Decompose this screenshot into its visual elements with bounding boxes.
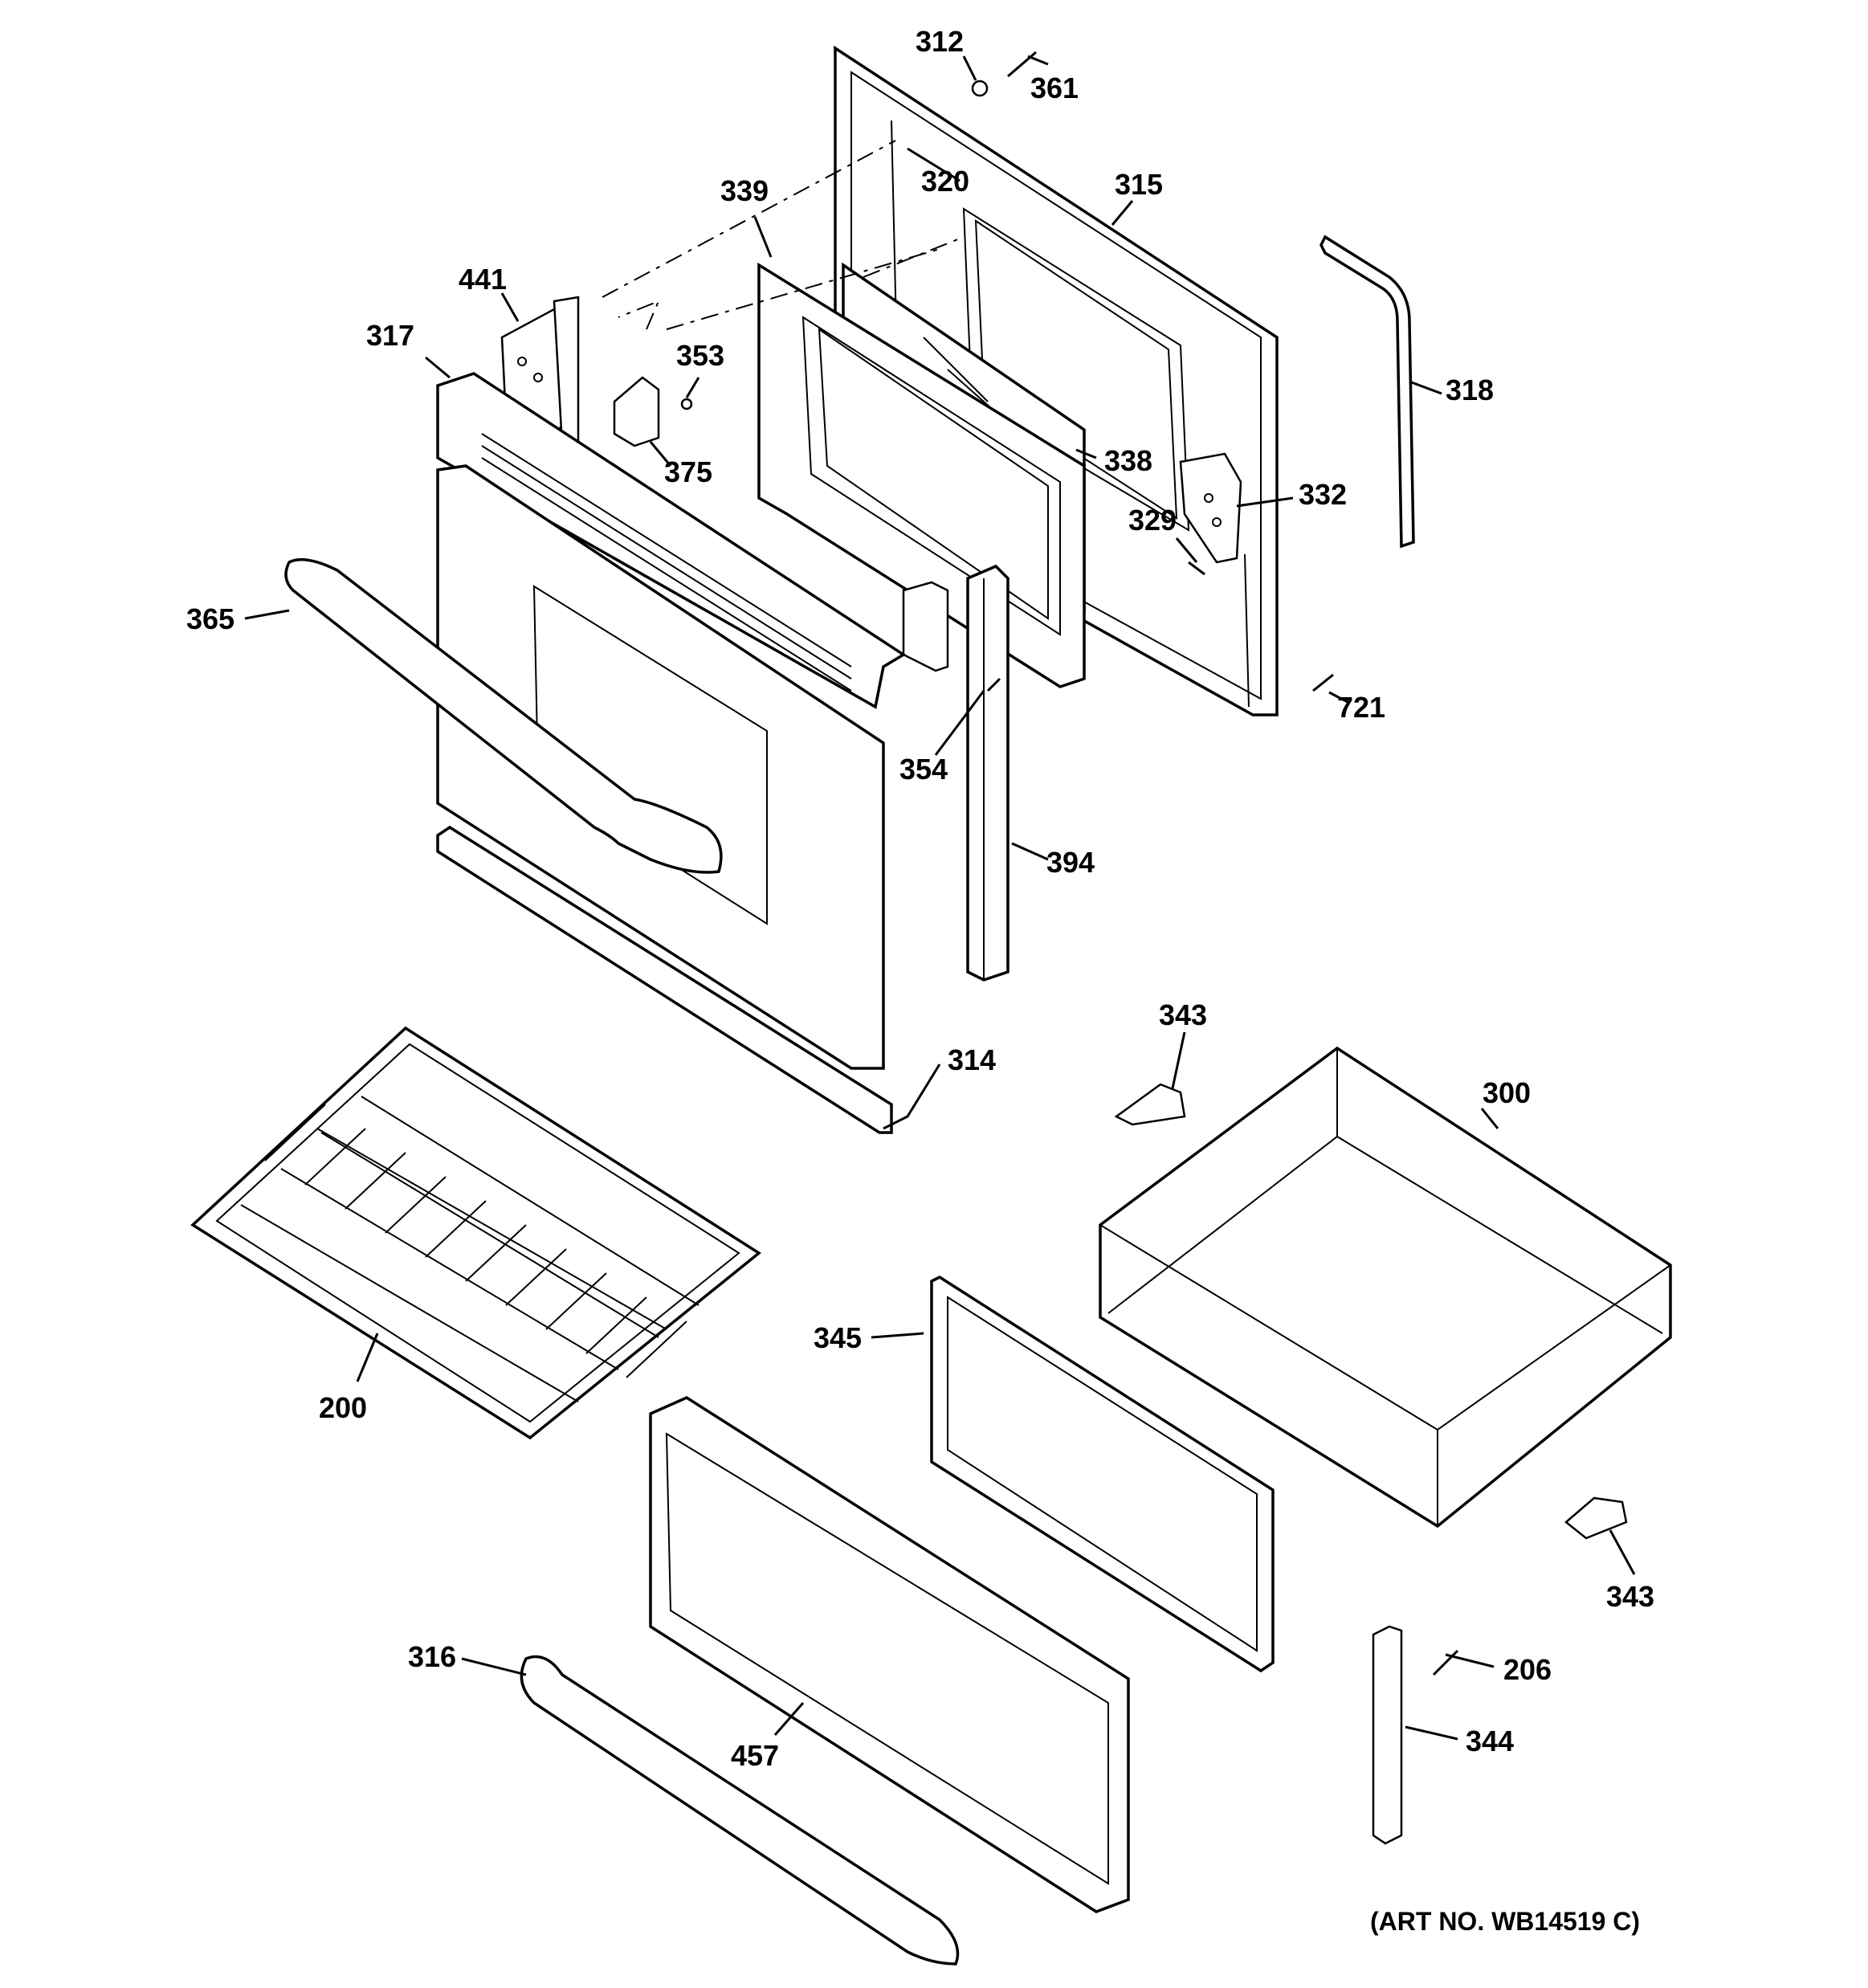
part-457-drawer-front[interactable] (649, 1396, 1130, 1913)
callout-343-bottom: 343 (1606, 1580, 1654, 1613)
part-365-door-front[interactable] (436, 464, 885, 1070)
callout-300: 300 (1483, 1076, 1531, 1109)
callout-353: 353 (676, 339, 724, 372)
callout-721: 721 (1337, 691, 1385, 724)
callout-343-top: 343 (1159, 998, 1207, 1031)
part-365-handle[interactable] (284, 557, 723, 874)
part-318-side-trim[interactable] (1319, 235, 1415, 549)
part-332-bracket[interactable] (1179, 452, 1242, 564)
art-number: (ART NO. WB14519 C) (1370, 1907, 1640, 1936)
callout-315: 315 (1115, 168, 1163, 201)
callout-457: 457 (731, 1739, 779, 1772)
alignment-lines (602, 140, 965, 330)
callout-317: 317 (366, 319, 414, 352)
callout-332: 332 (1299, 478, 1347, 511)
part-375-clip[interactable] (613, 376, 660, 447)
callout-338: 338 (1104, 444, 1152, 477)
callout-345: 345 (814, 1321, 862, 1354)
callout-labels: 312 361 320 315 339 441 317 353 375 318 … (186, 25, 1654, 1936)
part-343-slide-top[interactable] (1114, 1083, 1186, 1126)
part-345-drawer-panel[interactable] (930, 1275, 1275, 1673)
part-200-oven-rack[interactable] (190, 1026, 761, 1440)
callout-312: 312 (916, 25, 964, 58)
part-344-rail[interactable] (1372, 1625, 1403, 1845)
part-316-drawer-handle[interactable] (520, 1655, 960, 1966)
leader-lines (244, 55, 1636, 1741)
callout-318: 318 (1446, 374, 1494, 406)
part-314-bottom-trim[interactable] (436, 825, 893, 1134)
callout-329: 329 (1128, 504, 1177, 537)
callout-344: 344 (1466, 1725, 1514, 1757)
callout-441: 441 (459, 263, 507, 296)
part-300-drawer-box[interactable] (1099, 1046, 1672, 1529)
callout-354: 354 (899, 753, 948, 786)
callout-375: 375 (664, 455, 712, 488)
callout-316: 316 (408, 1640, 456, 1673)
part-screws[interactable] (680, 51, 1459, 1676)
callout-206: 206 (1503, 1653, 1552, 1686)
callout-314: 314 (948, 1043, 996, 1076)
callout-200: 200 (319, 1391, 367, 1424)
part-343-slide-bottom[interactable] (1564, 1496, 1628, 1540)
part-hinge-bracket-right[interactable] (902, 581, 949, 672)
callout-339: 339 (720, 174, 769, 207)
callout-394: 394 (1046, 846, 1095, 879)
part-394-channel[interactable] (966, 564, 1009, 982)
part-317-control-panel[interactable] (436, 372, 907, 709)
callout-320: 320 (921, 165, 969, 198)
callout-365: 365 (186, 602, 235, 635)
callout-361: 361 (1030, 71, 1079, 104)
